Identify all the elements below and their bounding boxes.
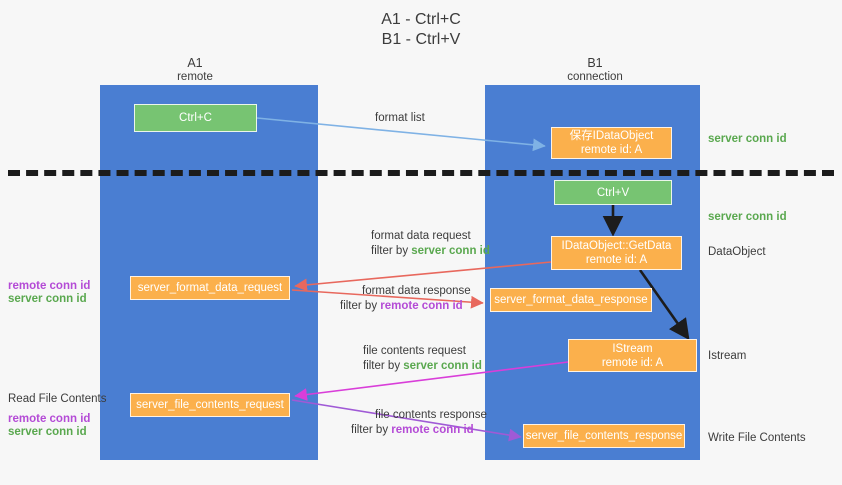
box-idataobject-getdata[interactable]: IDataObject::GetData remote id: A	[551, 236, 682, 270]
box-server-format-data-request[interactable]: server_format_data_request	[130, 276, 290, 300]
box-server-format-data-request-label: server_format_data_request	[137, 282, 283, 294]
page-title: A1 - Ctrl+C B1 - Ctrl+V	[0, 10, 842, 50]
edge-label-format-list: format list	[375, 111, 425, 126]
box-save-idataobject[interactable]: 保存IDataObject remote id: A	[551, 127, 672, 159]
filter-value-remote-conn-id: remote conn id	[391, 424, 474, 436]
box-save-idataobject-line2: remote id: A	[580, 144, 643, 156]
box-ctrl-c[interactable]: Ctrl+C	[134, 104, 257, 132]
box-server-file-contents-response-label: server_file_contents_response	[525, 430, 683, 442]
filter-prefix: filter by	[351, 424, 392, 436]
edge-label-file-contents-response-text: file contents response	[375, 409, 487, 421]
box-getdata-line1: IDataObject::GetData	[561, 240, 672, 252]
title-line-1: A1 - Ctrl+C	[381, 11, 461, 28]
label-server-conn-id-1: server conn id	[8, 293, 87, 305]
label-dataobject: DataObject	[708, 246, 766, 258]
box-ctrl-v[interactable]: Ctrl+V	[554, 180, 672, 205]
box-server-format-data-response-label: server_format_data_response	[494, 294, 648, 306]
column-header-a1-sub: remote	[177, 71, 213, 83]
filter-value-remote-conn-id: remote conn id	[380, 300, 463, 312]
box-istream[interactable]: IStream remote id: A	[568, 339, 697, 372]
box-server-format-data-response[interactable]: server_format_data_response	[490, 288, 652, 312]
column-header-b1-sub: connection	[567, 71, 623, 83]
edge-label-file-contents-response: file contents response filter by remote …	[351, 408, 487, 438]
box-ctrl-v-label: Ctrl+V	[596, 186, 630, 199]
edge-label-file-contents-request-text: file contents request	[363, 345, 466, 357]
phase-divider	[8, 170, 834, 176]
box-server-file-contents-request[interactable]: server_file_contents_request	[130, 393, 290, 417]
filter-value-server-conn-id: server conn id	[403, 360, 482, 372]
column-header-a1: A1 remote	[130, 56, 260, 84]
label-server-conn-id-2: server conn id	[8, 426, 87, 438]
edge-label-format-data-request: format data request filter by server con…	[371, 229, 490, 259]
column-header-a1-name: A1	[187, 56, 203, 70]
box-server-file-contents-response[interactable]: server_file_contents_response	[523, 424, 685, 448]
label-write-file-contents: Write File Contents	[708, 432, 806, 444]
column-header-b1-name: B1	[587, 56, 603, 70]
label-remote-conn-id-1: remote conn id	[8, 280, 91, 292]
edge-label-format-data-request-filter: filter by server conn id	[371, 244, 490, 259]
label-server-conn-id-top: server conn id	[708, 133, 787, 145]
box-getdata-line2: remote id: A	[585, 254, 648, 266]
edge-label-format-data-request-text: format data request	[371, 230, 471, 242]
label-read-file-contents: Read File Contents	[8, 393, 107, 405]
edge-label-file-contents-request: file contents request filter by server c…	[363, 344, 482, 374]
column-header-b1: B1 connection	[530, 56, 660, 84]
title-line-2: B1 - Ctrl+V	[381, 31, 461, 48]
edge-label-file-contents-response-filter: filter by remote conn id	[351, 423, 487, 438]
filter-prefix: filter by	[363, 360, 404, 372]
filter-prefix: filter by	[340, 300, 381, 312]
edge-label-format-data-response-text: format data response	[362, 285, 471, 297]
edge-label-format-data-response-filter: filter by remote conn id	[340, 299, 471, 314]
filter-prefix: filter by	[371, 245, 412, 257]
label-remote-conn-id-2: remote conn id	[8, 413, 91, 425]
box-istream-line1: IStream	[612, 342, 653, 355]
filter-value-server-conn-id: server conn id	[411, 245, 490, 257]
box-save-idataobject-line1: 保存IDataObject	[569, 130, 654, 142]
label-istream: Istream	[708, 350, 747, 362]
box-server-file-contents-request-label: server_file_contents_request	[136, 399, 284, 411]
box-istream-line2: remote id: A	[601, 356, 664, 369]
edge-label-format-data-response: format data response filter by remote co…	[340, 284, 471, 314]
edge-label-file-contents-request-filter: filter by server conn id	[363, 359, 482, 374]
label-server-conn-id-mid: server conn id	[708, 211, 787, 223]
box-ctrl-c-label: Ctrl+C	[179, 112, 212, 124]
edge-label-format-list-text: format list	[375, 112, 425, 124]
